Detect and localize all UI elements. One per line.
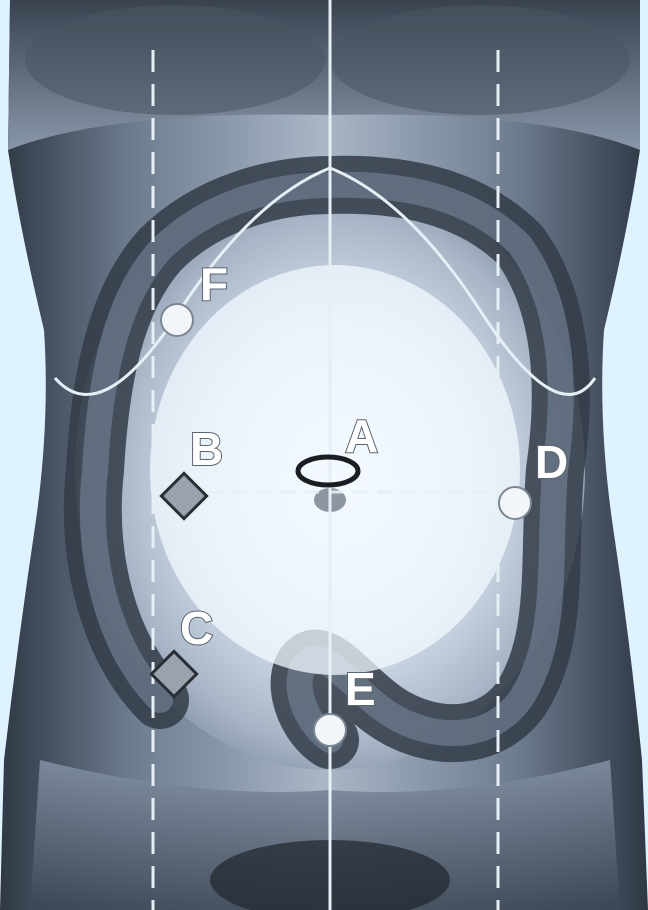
right-pectoral-shadow xyxy=(330,5,630,115)
label-d: D xyxy=(535,436,568,488)
label-e: E xyxy=(345,663,376,715)
label-a: A xyxy=(345,410,378,462)
marker-e-circle xyxy=(314,714,346,746)
marker-f-circle xyxy=(161,304,193,336)
label-c: C xyxy=(180,602,213,654)
left-pectoral-shadow xyxy=(25,5,325,115)
label-b: B xyxy=(190,423,223,475)
marker-d-circle xyxy=(499,487,531,519)
label-f: F xyxy=(200,258,228,310)
